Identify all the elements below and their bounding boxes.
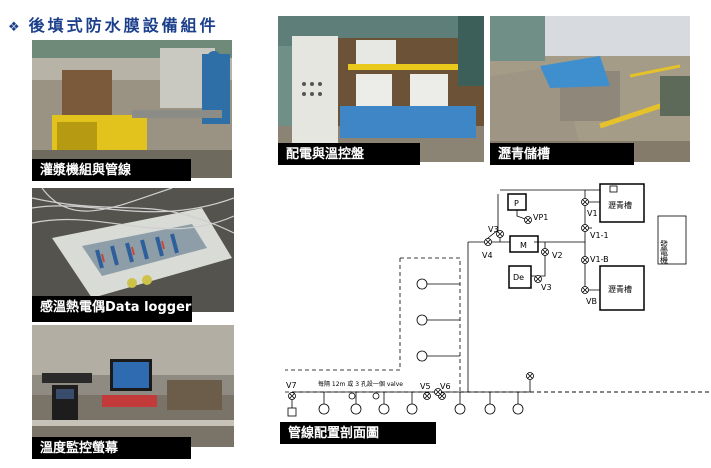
box-m [509,235,539,253]
box-m-label: M [520,241,527,250]
photo-power-panel [278,16,484,162]
valve-v2 [541,248,549,256]
photo-asphalt-tank [490,16,690,162]
tank-1 [599,183,645,223]
diamond-bullet-icon: ❖ [8,20,23,35]
valve-vp1-label: VP1 [533,213,548,222]
photo-data-logger [32,188,234,312]
valve-vp1 [524,216,532,224]
caption-layout-diagram: 管線配置剖面圖 [280,422,436,444]
tank-2-label: 瀝青槽 [608,284,632,294]
valve-v3-bottom-label: V3 [541,283,552,292]
valve-v1-1 [581,224,589,232]
valve-vb-label: VB [586,297,597,306]
caption-asphalt-tank: 瀝青儲槽 [490,143,634,165]
tank-2 [599,265,645,311]
generator-label: 發電機 [660,240,669,265]
valve-v5 [423,392,431,400]
valve-v1-b-label: V1-B [590,255,609,264]
valve-v2-label: V2 [552,251,563,260]
valve-v3-top-label: V3 [488,225,499,234]
caption-grout-unit: 灌漿機組與管線 [32,159,191,181]
photo-monitor [32,325,234,447]
valve-vb [581,286,589,294]
page-title-text: 後填式防水膜設備組件 [28,16,219,35]
valve-v1-1-label: V1-1 [590,231,609,240]
valve-v1-b [581,256,589,264]
valve-v1 [581,198,589,206]
box-de-label: De [513,273,524,282]
valve-v7-label: V7 [286,381,297,390]
caption-monitor: 溫度監控螢幕 [32,437,191,459]
valve-v4-label: V4 [482,251,493,260]
page-title: ❖ 後填式防水膜設備組件 [8,12,219,36]
valve-v7 [288,392,296,400]
valve-v4 [484,238,492,246]
tank-1-label: 瀝青槽 [608,200,632,210]
box-p-label: P [514,199,519,208]
valve-v6-label: V6 [440,382,451,391]
box-de [508,265,532,289]
pipe-layout-diagram: 瀝青槽 瀝青槽 發電機 P M De VP1 V1 V1-1 V1-B V2 V… [285,183,710,417]
caption-power-panel: 配電與溫控盤 [278,143,420,165]
valve-v3-bottom [534,275,542,283]
valve-v1-label: V1 [587,209,598,218]
valve-v5-label: V5 [420,382,431,391]
generator-box [657,215,687,265]
photo-grout-unit [32,40,232,178]
pipe-note: 每隔 12m 或 3 孔設一個 valve [318,380,403,388]
caption-data-logger: 感溫熱電偶Data logger [32,296,192,322]
valve-v3-top [496,230,504,238]
